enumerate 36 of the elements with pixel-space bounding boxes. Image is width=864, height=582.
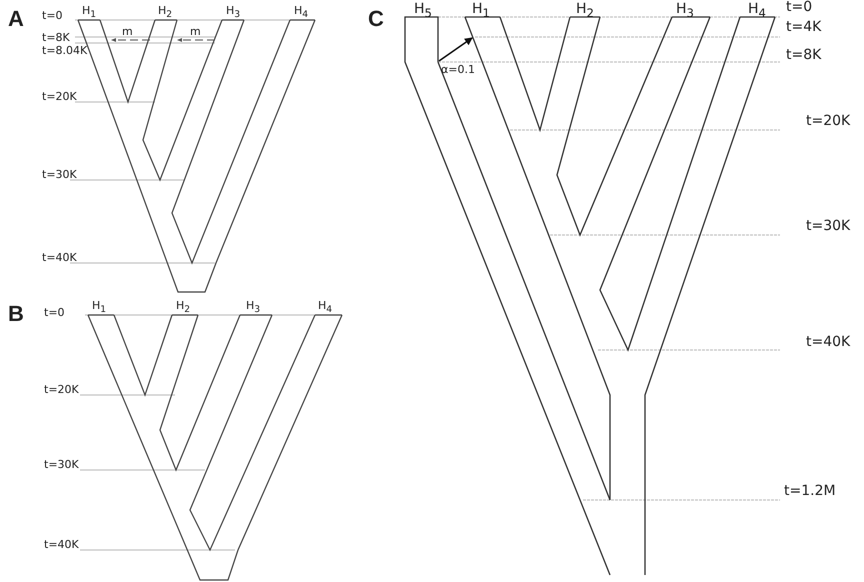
time-label: t=0 [786, 0, 812, 14]
population-label: H$_{3}$ [676, 2, 694, 20]
population-label: H$_{1}$ [82, 5, 96, 20]
population-label: H$_{4}$ [748, 2, 766, 20]
time-label: t=1.2M [784, 484, 836, 498]
time-label: t=30K [42, 169, 77, 180]
time-label: t=40K [806, 335, 850, 349]
migration-rate-label: m [122, 26, 133, 37]
time-label: t=20K [806, 114, 850, 128]
population-label: H$_{1}$ [472, 2, 490, 20]
time-label: t=8K [42, 32, 70, 43]
time-label: t=20K [42, 91, 77, 102]
panel-letter: A [8, 8, 24, 30]
panel-letter: C [368, 8, 384, 30]
population-label: H$_{2}$ [158, 5, 172, 20]
time-label: t=20K [44, 384, 79, 395]
population-label: H$_{2}$ [176, 300, 190, 314]
time-label: t=0 [42, 10, 63, 21]
population-label: H$_{5}$ [414, 2, 432, 20]
population-label: H$_{2}$ [576, 2, 594, 20]
population-label: H$_{4}$ [294, 5, 308, 20]
panel-letter: B [8, 303, 24, 325]
time-label: t=4K [786, 20, 822, 34]
time-label: t=40K [44, 539, 79, 550]
migration-rate-label: m [190, 26, 201, 37]
admixture-proportion-label: α=0.1 [441, 64, 475, 75]
time-label: t=0 [44, 307, 65, 318]
population-label: H$_{3}$ [226, 5, 240, 20]
time-label: t=40K [42, 252, 77, 263]
time-label: t=8.04K [42, 45, 88, 56]
time-label: t=8K [786, 48, 822, 62]
population-label: H$_{3}$ [246, 300, 260, 314]
population-label: H$_{4}$ [318, 300, 332, 314]
time-label: t=30K [806, 219, 850, 233]
population-label: H$_{1}$ [92, 300, 106, 314]
time-label: t=30K [44, 459, 79, 470]
